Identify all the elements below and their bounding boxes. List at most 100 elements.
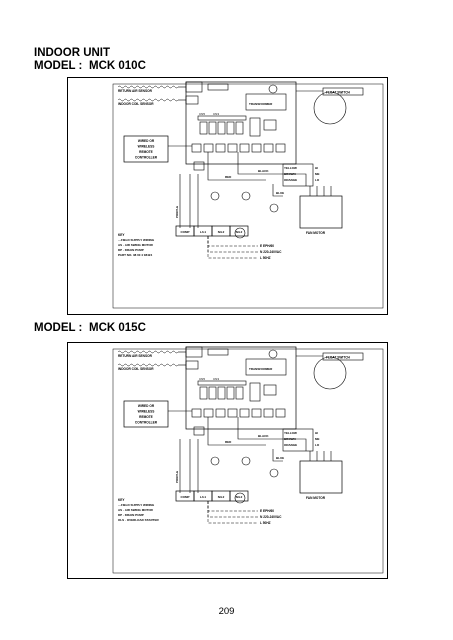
connector-block [207,348,229,356]
board-terminal [215,143,226,153]
supply-label: L 50HZ [260,256,271,260]
transformer-coil [268,84,278,94]
connector-block [185,95,199,105]
model-2-heading: MODEL : MCK 015C [34,322,146,335]
supply-label: E EPH/60 [260,509,274,513]
fan-motor-label: FAN MOTOR [306,496,326,500]
board-terminal [275,143,286,153]
key-line: DP - DRAIN PUMP [118,513,144,517]
blue-wire-label: BLUE [276,191,284,195]
purple-wire-label: PURPLE [175,471,179,483]
remote-controller-label: WIRELESS [138,145,155,149]
model-2-prefix: MODEL : [34,322,83,334]
connector-block [185,346,203,358]
connector-strip [197,380,247,386]
board-terminal [275,408,286,418]
model-1-name: MCK 010C [89,60,146,72]
float-switch-label: FLOAT SWITCH [326,356,351,360]
float-switch-label: FLOAT SWITCH [326,91,351,95]
relay [199,121,208,135]
wire-blue [272,184,283,197]
relay [199,386,208,400]
key-line: ---FIELD SUPPLY WIRING [118,503,155,507]
return-air-sensor-label: RETURN AIR SENSOR [118,354,153,358]
key-line: AS - AIR SWING MOTOR [118,508,154,512]
coil-sensor-label: INDOOR COIL SENSOR [118,367,154,371]
wire-color-label: ORANGE [284,443,297,447]
board-terminal [251,143,262,153]
field-supply-wire [207,501,258,524]
key-line: OLS - OVERLOAD STARTER [118,518,159,522]
field-supply-wire [207,236,258,259]
remote-controller-label: REMOTE [139,415,153,419]
speed-label: LO [315,443,320,447]
connector-label: CN5 [199,112,205,116]
wire-color-label: ORANGE [284,178,297,182]
relay [208,386,217,400]
remote-controller-label: WIRELESS [138,410,155,414]
transformer-label: TRANSFORMER [249,367,273,371]
wire-blue [272,449,283,462]
ground-terminal [234,227,246,239]
wire-red [207,152,266,181]
capacitor-circle [210,456,220,466]
supply-label: L 50HZ [260,521,271,525]
transformer-box [245,93,287,111]
wire-black [237,152,307,186]
board-terminal [239,143,250,153]
speed-label: ME [315,437,320,441]
board-terminal [239,408,250,418]
key-line: PART NO. 38 00 4 08424 [118,253,152,257]
remote-controller-label: REMOTE [139,150,153,154]
supply-label: E EPH/60 [260,244,274,248]
ground-terminal [234,492,246,504]
connector-label: CN3 [213,377,219,381]
relay-large [263,119,277,131]
wire-black [237,417,307,451]
key-line: DP - DRAIN PUMP [118,248,144,252]
key-title: KEY [118,233,125,237]
capacitor-circle [210,191,220,201]
board-terminal [227,408,238,418]
drain-pump-box [193,426,205,436]
fan-terminal-block [282,428,314,452]
red-wire-label: RED [225,175,232,179]
remote-controller-label: CONTROLLER [135,421,158,425]
control-board [185,346,297,430]
power-terminal [229,225,249,237]
field-supply-wire [207,501,258,512]
relay [235,121,244,135]
speed-label: LO [315,178,320,182]
connector-block [185,360,199,370]
model-1-prefix: MODEL : [34,60,83,72]
model-2-name: MCK 015C [89,322,146,334]
speed-label: ME [315,172,320,176]
board-terminal [215,408,226,418]
relay [208,121,217,135]
power-terminal-label: N/L2 [236,495,243,499]
remote-controller-label: WIRED OR [138,404,155,408]
power-terminal-label: L/L1 [200,230,206,234]
relay [217,386,226,400]
relay [226,121,235,135]
speed-label: HI [315,431,318,435]
board-terminal [203,143,214,153]
connector-block [185,81,203,93]
purple-wire-label: PURPLE [175,206,179,218]
key-line: ---FIELD SUPPLY WIRING [118,238,155,242]
relay-large [263,384,277,396]
capacitor-circle [241,191,251,201]
remote-controller-label: CONTROLLER [135,156,158,160]
board-terminal [263,408,274,418]
relay [226,386,235,400]
wire-red [207,417,266,446]
return-air-sensor-lead [117,350,179,354]
board-terminal [191,143,202,153]
control-board [185,81,297,165]
transformer-box [245,358,287,376]
key-title: KEY [118,498,125,502]
